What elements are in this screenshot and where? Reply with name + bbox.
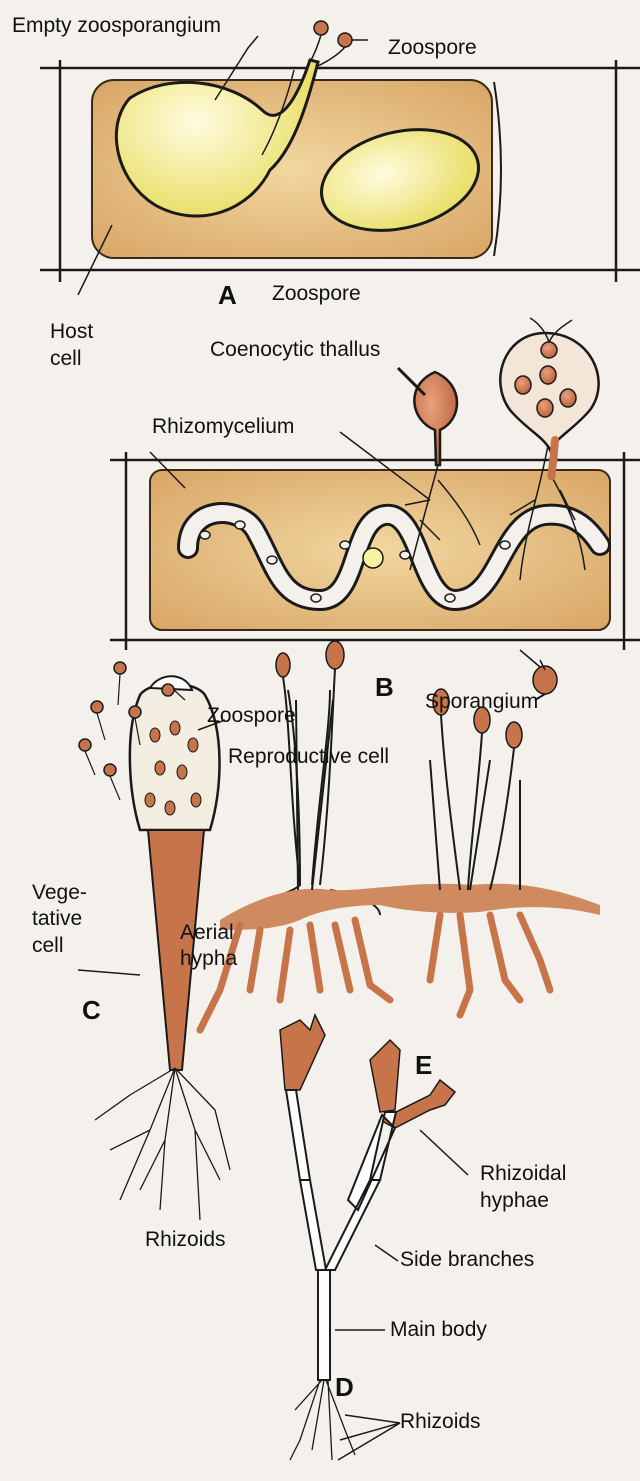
figure-letter-b: B <box>375 672 394 703</box>
label-aerial-hypha: Aerial hypha <box>180 920 260 973</box>
part-a <box>40 21 640 295</box>
figure-letter-c: C <box>82 995 101 1026</box>
coenocytic-thallus <box>414 372 457 465</box>
label-empty-zoosporangium: Empty zoosporangium <box>12 14 221 37</box>
rhizoidal-hyphae <box>220 884 600 930</box>
label-rhizoidal-hyphae: Rhizoidal hyphae <box>480 1160 590 1215</box>
label-coenocytic-thallus: Coenocytic thallus <box>210 338 380 361</box>
label-zoospore-c: Zoospore <box>207 704 296 727</box>
label-rhizoids-c: Rhizoids <box>145 1228 226 1251</box>
label-side-branches: Side branches <box>400 1248 534 1271</box>
label-host-cell: Host cell <box>50 318 110 373</box>
figure-letter-d: D <box>335 1372 354 1403</box>
part-b <box>110 318 640 650</box>
label-reproductive-cell: Reproductive cell <box>228 745 389 768</box>
label-rhizomycelium: Rhizomycelium <box>152 415 294 438</box>
label-zoospore-b: Zoospore <box>272 282 361 305</box>
label-rhizoids-d: Rhizoids <box>400 1410 481 1433</box>
main-body <box>318 1270 330 1380</box>
figure-letter-a: A <box>218 280 237 311</box>
label-main-body: Main body <box>390 1318 487 1341</box>
zoospore-icon <box>314 21 352 47</box>
label-zoospore-a: Zoospore <box>388 36 477 59</box>
part-d <box>280 1015 468 1460</box>
part-e <box>200 641 600 1030</box>
figure-letter-e: E <box>415 1050 432 1081</box>
label-vegetative-cell: Vege- tative cell <box>32 880 112 959</box>
label-sporangium: Sporangium <box>425 690 538 713</box>
